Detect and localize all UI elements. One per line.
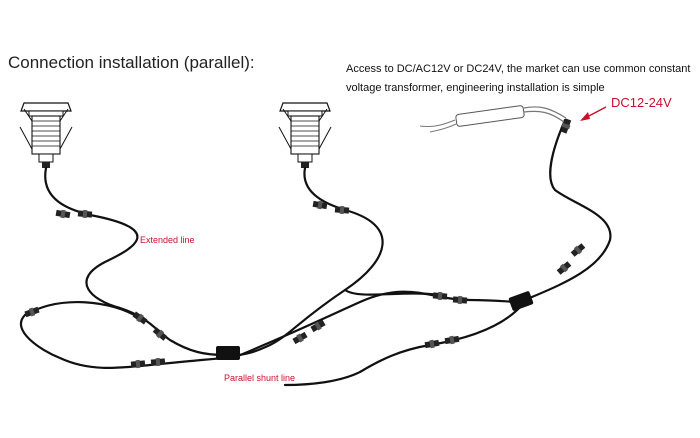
power-cable [523,118,612,302]
transformer [419,105,567,133]
left-light-fixture [19,102,73,169]
power-note-line-2: voltage transformer, engineering install… [346,82,605,94]
parallel-shunt-label: Parallel shunt line [224,373,296,383]
power-arrow [580,106,607,121]
power-note-line-1: Access to DC/AC12V or DC24V, the market … [346,63,691,75]
left-light-cable [44,166,227,357]
extended-line-label: Extended line [140,235,195,245]
power-voltage-label: DC12-24V [611,95,672,110]
shunt-cable [236,290,522,358]
right-lower-cable [283,303,524,387]
diagram-title: Connection installation (parallel): [8,53,255,72]
right-loop-cable [343,288,442,297]
left-end-cable [23,301,142,320]
left-loop-cable [19,313,227,369]
middle-light-fixture [278,102,332,169]
cables [19,118,612,387]
middle-light-cable [233,166,384,357]
junction-boxes [216,291,534,360]
power-note: Access to DC/AC12V or DC24V, the market … [346,60,696,98]
